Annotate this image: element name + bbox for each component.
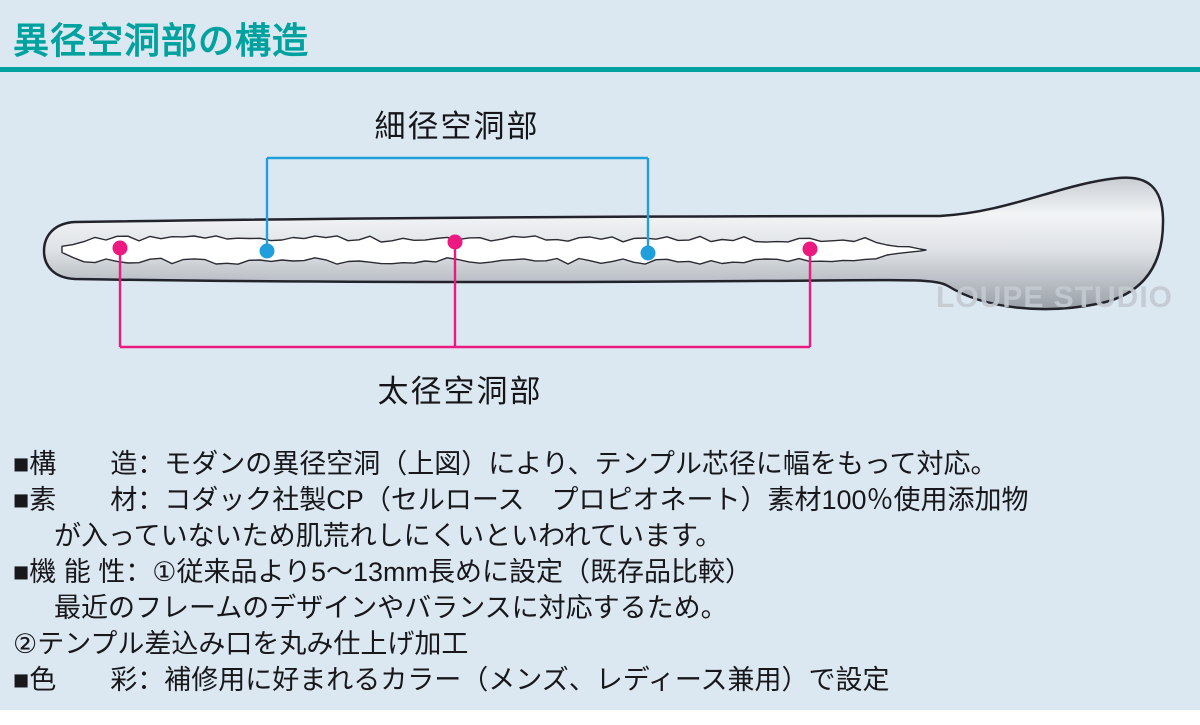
bottom-strip [0,710,1200,725]
thick-section-markers [112,234,818,349]
thin-section-label: 細径空洞部 [374,109,540,144]
spec-line: ■素 材：コダック社製CP（セルロース プロピオネート）素材100％使用添加物 [13,485,1029,515]
spec-line: ②テンプル差込み口を丸み仕上げ加工 [13,629,469,659]
spec-line: ■構 造：モダンの異径空洞（上図）により、テンプル芯径に幅をもって対応。 [13,449,998,479]
watermark: LOUPE STUDIO [936,281,1174,314]
temple-diagram [42,156,1165,349]
thick-dot [112,240,128,256]
thick-dot [802,241,818,257]
spec-line: が入っていないため肌荒れしにくいといわれています。 [54,521,723,551]
spec-line: 最近のフレームのデザインやバランスに対応するため。 [54,593,728,623]
page-title: 異径空洞部の構造 [13,20,310,61]
thin-dot [259,243,275,259]
thick-dot [447,234,463,250]
title-divider [0,67,1200,72]
hollow-channel [61,235,927,265]
spec-line: ■機 能 性：①従来品より5～13mm長めに設定（既存品比較） [13,557,753,587]
spec-line: ■色 彩：補修用に好まれるカラー（メンズ、レディース兼用）で設定 [13,665,890,695]
spec-text: ■構 造：モダンの異径空洞（上図）により、テンプル芯径に幅をもって対応。 ■素 材… [13,446,1193,698]
thin-section-markers [259,156,656,261]
thick-section-label: 太径空洞部 [377,374,543,409]
thin-dot [640,245,656,261]
